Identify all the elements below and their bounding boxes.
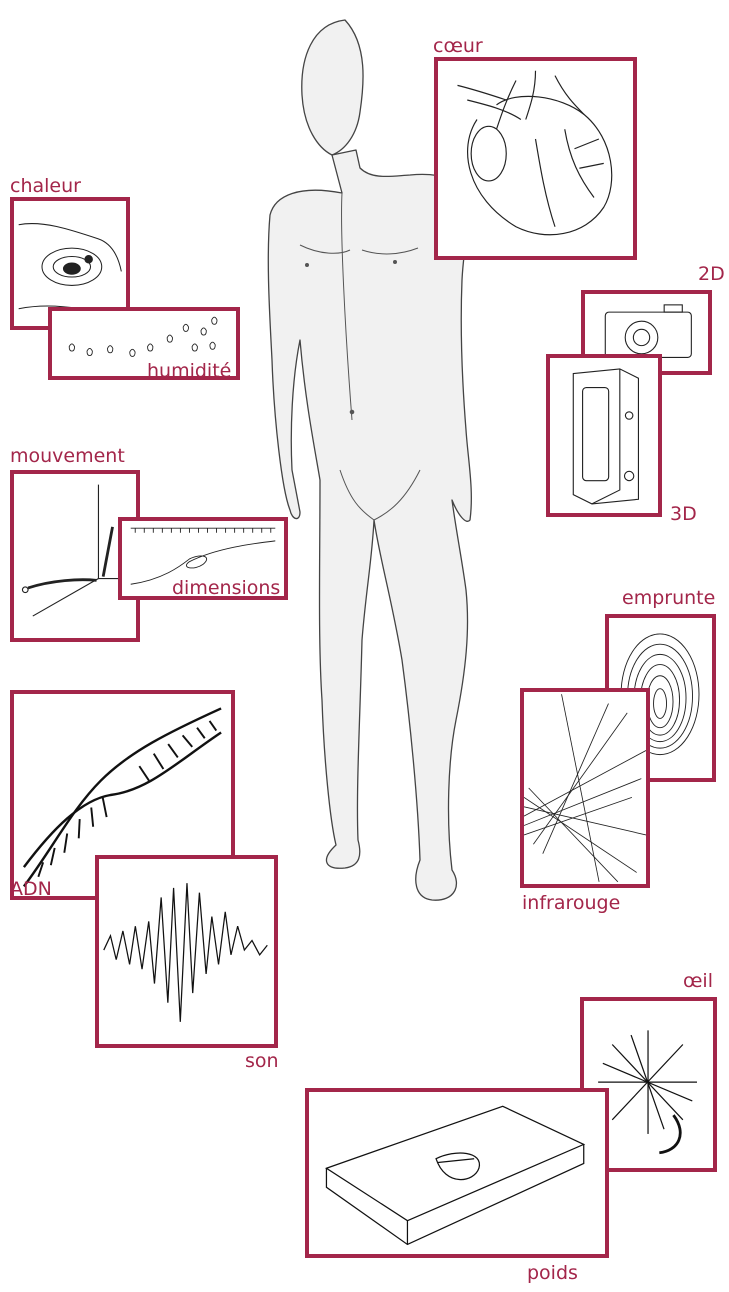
label-humidite: humidité [147,360,231,382]
label-son: son [245,1050,279,1072]
label-chaleur: chaleur [10,175,81,197]
label-3d: 3D [670,503,697,525]
label-adn: ADN [10,878,52,900]
label-poids: poids [527,1262,578,1284]
infrared-beams-icon [520,688,650,888]
label-mouvement: mouvement [10,445,125,467]
scale-icon [305,1088,609,1258]
sound-wave-icon [95,855,278,1048]
label-dimensions: dimensions [172,577,280,599]
label-emprunte: emprunte [622,587,715,609]
label-oeil: œil [683,970,713,992]
label-2d: 2D [698,263,725,285]
3d-scanner-icon [546,354,662,517]
label-infrarouge: infrarouge [522,892,620,914]
heart-icon [434,57,637,260]
label-coeur: cœur [433,35,483,57]
